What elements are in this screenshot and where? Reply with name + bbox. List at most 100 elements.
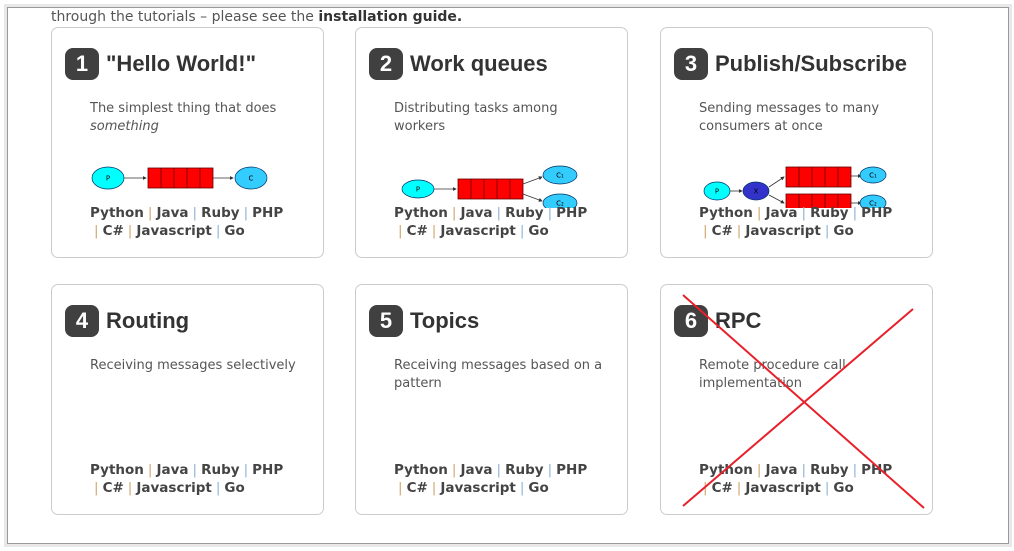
link-php[interactable]: PHP	[556, 205, 588, 221]
description-emphasis: something	[90, 119, 159, 134]
link-java[interactable]: Java	[156, 205, 189, 221]
language-links: Python|Java|Ruby|PHP|C#|Javascript|Go	[394, 461, 609, 497]
tutorial-description: Remote procedure call implementation	[699, 357, 909, 393]
tutorial-diagram: PXtype=topic*.orange.**.*.rabbitlazy.#Q1…	[392, 400, 592, 465]
link-java[interactable]: Java	[460, 205, 493, 221]
tutorial-title[interactable]: Routing	[106, 308, 190, 333]
tutorial-diagram: PXtype=directerrorinfoerrorwarningamqp.g…	[88, 400, 288, 465]
description-text: Receiving messages selectively	[90, 358, 296, 373]
link-java[interactable]: Java	[156, 462, 189, 478]
separator: |	[852, 462, 858, 478]
separator: |	[243, 462, 249, 478]
link-csharp[interactable]: C#	[102, 480, 124, 496]
separator: |	[801, 462, 807, 478]
language-links: Python|Java|Ruby|PHP|C#|Javascript|Go	[699, 204, 914, 240]
link-javascript[interactable]: Javascript	[136, 480, 212, 496]
installation-guide-link[interactable]: installation guide.	[318, 9, 463, 25]
link-python[interactable]: Python	[90, 205, 144, 221]
consumer-node-label: C₂	[869, 200, 877, 208]
tutorial-title[interactable]: RPC	[715, 308, 762, 333]
separator: |	[192, 205, 198, 221]
link-go[interactable]: Go	[833, 480, 854, 496]
separator: |	[736, 223, 742, 239]
tutorial-title[interactable]: Work queues	[410, 51, 548, 76]
language-links: Python|Java|Ruby|PHP|C#|Javascript|Go	[699, 461, 914, 497]
link-ruby[interactable]: Ruby	[505, 205, 544, 221]
separator: |	[703, 480, 708, 496]
consumer-node-label: C	[249, 175, 254, 183]
link-csharp[interactable]: C#	[102, 223, 124, 239]
tutorial-description: Distributing tasks among workers	[394, 100, 604, 136]
link-ruby[interactable]: Ruby	[505, 462, 544, 478]
consumer-node	[234, 166, 268, 190]
link-csharp[interactable]: C#	[711, 223, 733, 239]
tutorial-number-badge: 3	[674, 48, 708, 80]
tutorial-title[interactable]: Publish/Subscribe	[715, 51, 907, 76]
link-python[interactable]: Python	[699, 462, 753, 478]
queue	[147, 167, 214, 189]
tutorial-description: Sending messages to many consumers at on…	[699, 100, 909, 136]
intro-text-body: through the tutorials – please see the	[51, 9, 319, 25]
link-go[interactable]: Go	[224, 480, 245, 496]
link-php[interactable]: PHP	[861, 205, 893, 221]
tutorial-title[interactable]: "Hello World!"	[106, 51, 257, 76]
link-python[interactable]: Python	[394, 205, 448, 221]
link-php[interactable]: PHP	[252, 462, 284, 478]
link-go[interactable]: Go	[224, 223, 245, 239]
link-go[interactable]: Go	[528, 480, 549, 496]
separator: |	[451, 462, 457, 478]
language-links: Python|Java|Ruby|PHP|C#|Javascript|Go	[394, 204, 609, 240]
consumer-node	[859, 194, 887, 208]
link-javascript[interactable]: Javascript	[136, 223, 212, 239]
separator: |	[127, 480, 133, 496]
link-python[interactable]: Python	[90, 462, 144, 478]
tutorial-title[interactable]: Topics	[410, 308, 480, 333]
tutorial-description: Receiving messages selectively	[90, 357, 300, 375]
link-php[interactable]: PHP	[861, 462, 893, 478]
link-javascript[interactable]: Javascript	[440, 223, 516, 239]
link-csharp[interactable]: C#	[406, 223, 428, 239]
link-go[interactable]: Go	[833, 223, 854, 239]
separator: |	[852, 205, 858, 221]
separator: |	[547, 462, 553, 478]
separator: |	[451, 205, 457, 221]
language-links: Python|Java|Ruby|PHP|C#|Javascript|Go	[90, 204, 305, 240]
tutorial-number-badge: 1	[65, 48, 99, 80]
link-go[interactable]: Go	[528, 223, 549, 239]
link-javascript[interactable]: Javascript	[745, 223, 821, 239]
separator: |	[519, 480, 525, 496]
link-csharp[interactable]: C#	[406, 480, 428, 496]
link-java[interactable]: Java	[765, 205, 798, 221]
consumer-node	[542, 193, 578, 208]
link-javascript[interactable]: Javascript	[745, 480, 821, 496]
consumer-node-label: C₂	[556, 200, 564, 208]
link-ruby[interactable]: Ruby	[810, 462, 849, 478]
separator: |	[431, 223, 437, 239]
separator: |	[496, 205, 502, 221]
link-java[interactable]: Java	[460, 462, 493, 478]
link-javascript[interactable]: Javascript	[440, 480, 516, 496]
link-php[interactable]: PHP	[556, 462, 588, 478]
link-php[interactable]: PHP	[252, 205, 284, 221]
link-java[interactable]: Java	[765, 462, 798, 478]
link-ruby[interactable]: Ruby	[201, 462, 240, 478]
card-header[interactable]: 3 Publish/Subscribe	[674, 48, 907, 80]
link-ruby[interactable]: Ruby	[201, 205, 240, 221]
link-csharp[interactable]: C#	[711, 480, 733, 496]
link-python[interactable]: Python	[699, 205, 753, 221]
exchange-node-label: X	[754, 188, 759, 196]
separator: |	[496, 462, 502, 478]
separator: |	[736, 480, 742, 496]
card-header[interactable]: 1 "Hello World!"	[65, 48, 256, 80]
link-python[interactable]: Python	[394, 462, 448, 478]
separator: |	[147, 205, 153, 221]
link-ruby[interactable]: Ruby	[810, 205, 849, 221]
separator: |	[147, 462, 153, 478]
